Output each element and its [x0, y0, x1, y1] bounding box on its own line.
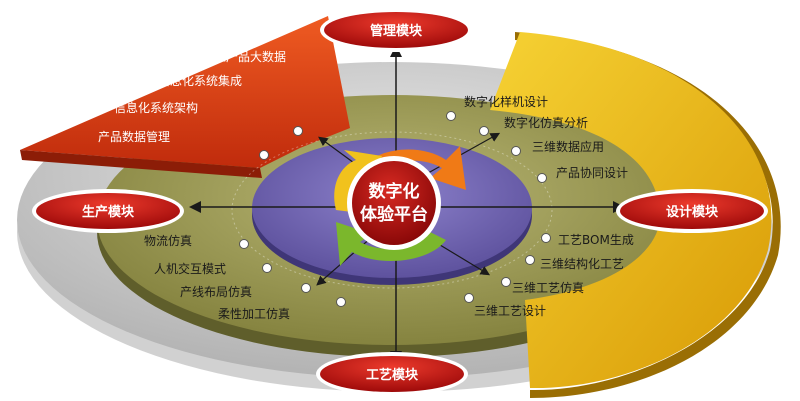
- design-upper-item: 产品协同设计: [556, 165, 628, 180]
- module-pill-process[interactable]: 工艺模块: [316, 352, 468, 396]
- production-item: 物流仿真: [144, 234, 192, 248]
- production-item: 柔性加工仿真: [218, 307, 290, 321]
- design-lower-item: 三维工艺仿真: [512, 281, 584, 295]
- design-upper-bullet: [446, 111, 456, 121]
- design-lower-bullet: [525, 255, 535, 265]
- design-upper-bullet: [479, 126, 489, 136]
- module-label-management: 管理模块: [370, 23, 423, 39]
- design-upper-bullet: [511, 146, 521, 156]
- design-lower-bullet: [541, 233, 551, 243]
- management-sector: [20, 16, 350, 168]
- center-disc: [352, 161, 436, 245]
- design-lower-item: 三维结构化工艺: [540, 256, 624, 271]
- management-item: 产品数据管理: [98, 129, 170, 144]
- management-bullet: [293, 126, 303, 136]
- module-pill-production[interactable]: 生产模块: [32, 189, 184, 233]
- dotted-guide-ring: [231, 131, 553, 289]
- design-lower-item: 工艺BOM生成: [558, 233, 634, 247]
- center-title-line1: 数字化: [369, 181, 420, 202]
- design-upper-item: 数字化仿真分析: [504, 115, 588, 130]
- design-upper-item: 数字化样机设计: [464, 94, 548, 109]
- production-bullet: [301, 283, 311, 293]
- design-upper-bullet: [537, 173, 547, 183]
- module-label-design: 设计模块: [666, 204, 719, 220]
- design-lower-bullet: [501, 277, 511, 287]
- center-title-line2: 体验平台: [360, 204, 428, 225]
- production-item: 产线布局仿真: [180, 285, 252, 299]
- management-item: 企业产品大数据: [202, 49, 286, 64]
- management-item: 信息化系统集成: [158, 73, 242, 88]
- design-lower-bullet: [464, 293, 474, 303]
- management-bullet: [259, 150, 269, 160]
- production-bullet: [336, 297, 346, 307]
- design-lower-item: 三维工艺设计: [474, 304, 546, 318]
- module-label-production: 生产模块: [82, 204, 135, 220]
- module-label-process: 工艺模块: [366, 367, 419, 383]
- production-bullet: [239, 239, 249, 249]
- design-upper-item: 三维数据应用: [532, 139, 604, 154]
- design-sector: [490, 32, 772, 389]
- module-pill-design[interactable]: 设计模块: [616, 189, 768, 233]
- management-sector-edge: [20, 150, 262, 178]
- production-item: 人机交互模式: [154, 261, 226, 276]
- management-item: 信息化系统架构: [114, 100, 198, 115]
- production-bullet: [262, 263, 272, 273]
- module-pill-management[interactable]: 管理模块: [320, 8, 472, 52]
